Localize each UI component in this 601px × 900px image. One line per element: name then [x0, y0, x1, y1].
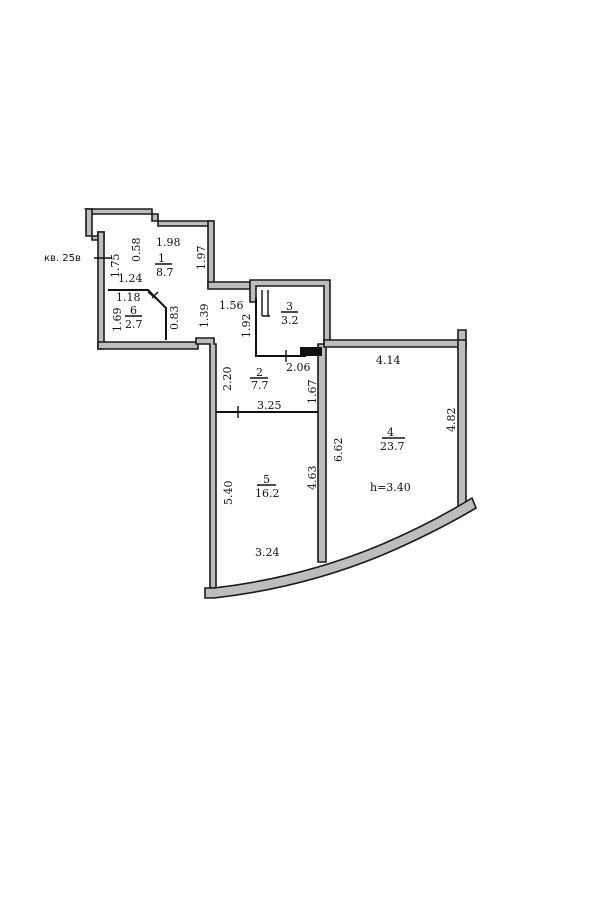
- wall-room1-right: [207, 220, 215, 289]
- dim-1-75: 1.75: [109, 254, 122, 279]
- room-1-number: 1: [158, 252, 165, 265]
- wall-room4-top: [323, 329, 467, 348]
- dim-1-67: 1.67: [306, 380, 319, 405]
- dim-0-83: 0.83: [168, 306, 181, 331]
- closet-door-mark: [147, 291, 161, 303]
- room-2-area: 7.7: [251, 379, 269, 392]
- apartment-tag: кв. 25в: [44, 253, 81, 264]
- room-6-area: 2.7: [125, 318, 143, 331]
- dim-1-69: 1.69: [111, 308, 124, 333]
- dim-1-98: 1.98: [156, 236, 181, 249]
- stair-marks: [261, 290, 270, 317]
- closet-door-mark-2: [151, 291, 159, 299]
- dim-1-39: 1.39: [198, 304, 211, 329]
- room-2-label: 2 7.7: [250, 366, 269, 392]
- dim-4-82: 4.82: [445, 408, 458, 433]
- dim-4-14: 4.14: [376, 354, 401, 367]
- wall-room4-right: [457, 339, 467, 507]
- dim-2-06: 2.06: [286, 361, 311, 374]
- dim-1-24: 1.24: [118, 272, 143, 285]
- walls: [83, 208, 477, 599]
- dim-4-63: 4.63: [306, 466, 319, 491]
- wall-facade: [204, 496, 477, 599]
- ceiling-height: h=3.40: [370, 481, 411, 494]
- wall-room3: [249, 279, 331, 345]
- wall-left-outer: [97, 231, 105, 350]
- dim-3-25: 3.25: [257, 399, 282, 412]
- wall-bottom-left: [97, 341, 199, 350]
- room-5-number: 5: [263, 473, 270, 486]
- dim-1-56: 1.56: [219, 299, 244, 312]
- room-5-area: 16.2: [255, 487, 280, 500]
- wall-room1-top: [83, 208, 214, 227]
- dim-1-18: 1.18: [116, 291, 141, 304]
- room-1-area: 8.7: [156, 266, 174, 279]
- interior-lines: [94, 257, 322, 418]
- room-3-number: 3: [286, 300, 293, 313]
- room-4-number: 4: [387, 426, 394, 439]
- wall-mid-top: [207, 281, 251, 290]
- wall-partition: [317, 343, 327, 563]
- dim-5-40: 5.40: [222, 481, 235, 506]
- room-2-number: 2: [256, 366, 263, 379]
- dim-2-20: 2.20: [221, 367, 234, 392]
- room-5-label: 5 16.2: [255, 473, 280, 500]
- room3-bottom-wall: [255, 298, 306, 357]
- dim-0-58: 0.58: [130, 238, 143, 263]
- room-3-area: 3.2: [281, 314, 299, 327]
- dim-1-97: 1.97: [195, 246, 208, 271]
- room-6-label: 6 2.7: [125, 304, 143, 331]
- room-4-label: 4 23.7: [380, 426, 405, 453]
- room-1-label: 1 8.7: [155, 252, 174, 279]
- room-3-label: 3 3.2: [281, 300, 299, 327]
- room-6-number: 6: [130, 304, 137, 317]
- room-labels: 1 8.7 2 7.7 3 3.2 4 23.7 5 16.2 6 2.7: [125, 252, 411, 500]
- room3-door-block: [300, 347, 322, 356]
- dim-6-62: 6.62: [332, 438, 345, 463]
- dim-3-24: 3.24: [255, 546, 280, 559]
- dim-1-92: 1.92: [240, 314, 253, 339]
- room-4-area: 23.7: [380, 440, 405, 453]
- wall-corridor-left: [195, 337, 217, 589]
- dimension-labels: 0.58 1.98 1.97 1.75 1.24 1.18 1.69 0.83 …: [109, 236, 458, 559]
